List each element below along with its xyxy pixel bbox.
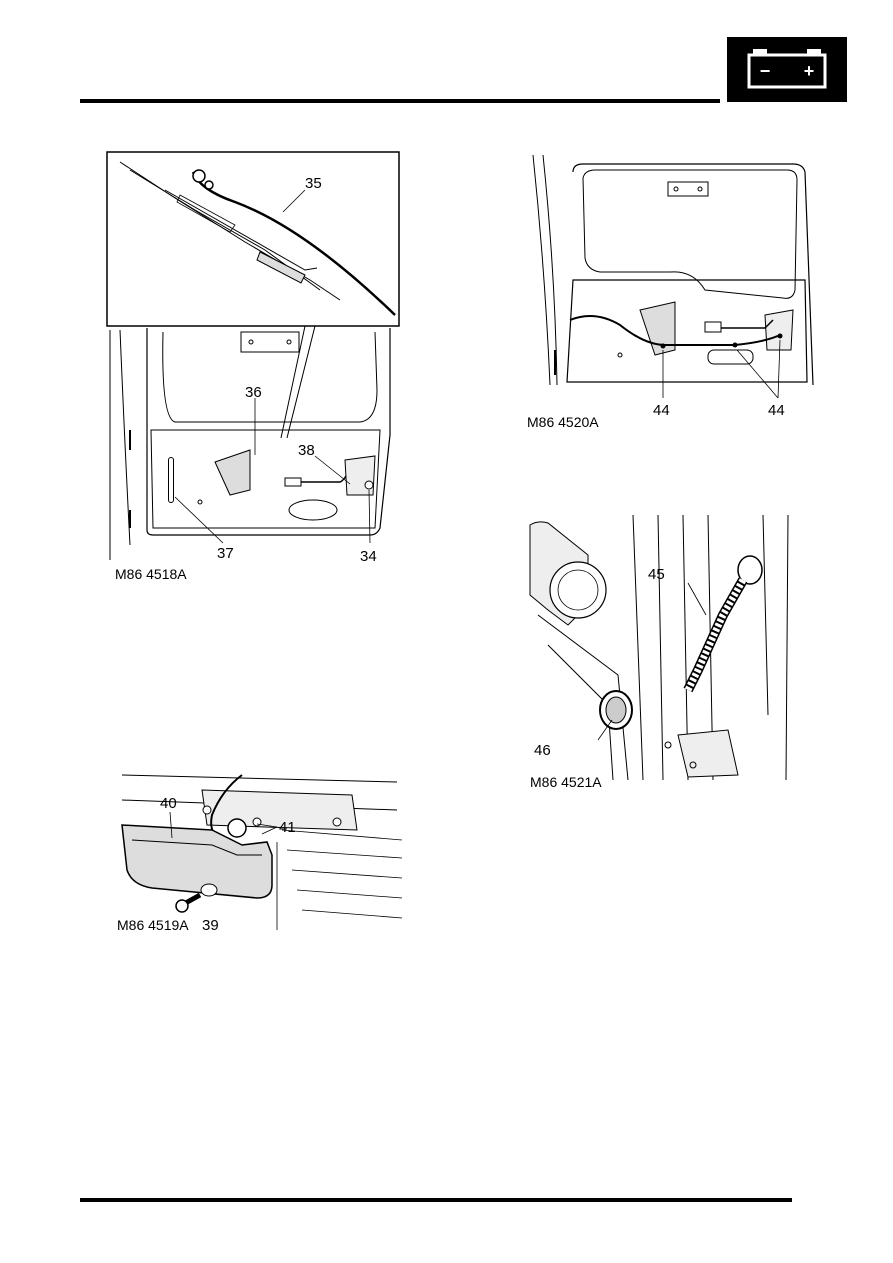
figure-code-4519a: M86 4519A: [117, 917, 189, 933]
figure-code-4521a: M86 4521A: [530, 774, 602, 790]
callout-36: 36: [245, 384, 262, 401]
battery-plus-sign: +: [804, 61, 815, 81]
figure-m86-4520a: 44 44: [525, 150, 815, 415]
figure-m86-4518a: 35 36 38 37 34: [105, 150, 405, 565]
figure-code-4518a: M86 4518A: [115, 566, 187, 582]
battery-minus-sign: −: [760, 61, 771, 81]
figure-code-4520a: M86 4520A: [527, 414, 599, 430]
callout-45: 45: [648, 566, 665, 583]
battery-icon: − +: [747, 49, 827, 89]
callout-35: 35: [305, 175, 322, 192]
callout-41: 41: [279, 819, 296, 836]
inset-frame: [106, 151, 400, 327]
callout-34: 34: [360, 548, 377, 565]
callout-39: 39: [202, 917, 219, 934]
callout-38: 38: [298, 442, 315, 459]
callout-46: 46: [534, 742, 551, 759]
figure-m86-4519a: 40 41 39: [112, 770, 407, 935]
callout-37: 37: [217, 545, 234, 562]
callout-40: 40: [160, 795, 177, 812]
footer-rule: [80, 1198, 792, 1202]
section-tab: − +: [727, 37, 847, 102]
callout-44a: 44: [653, 402, 670, 415]
figure-m86-4521a: 45 46: [528, 515, 813, 780]
callout-44b: 44: [768, 402, 785, 415]
header-rule: [80, 99, 720, 103]
